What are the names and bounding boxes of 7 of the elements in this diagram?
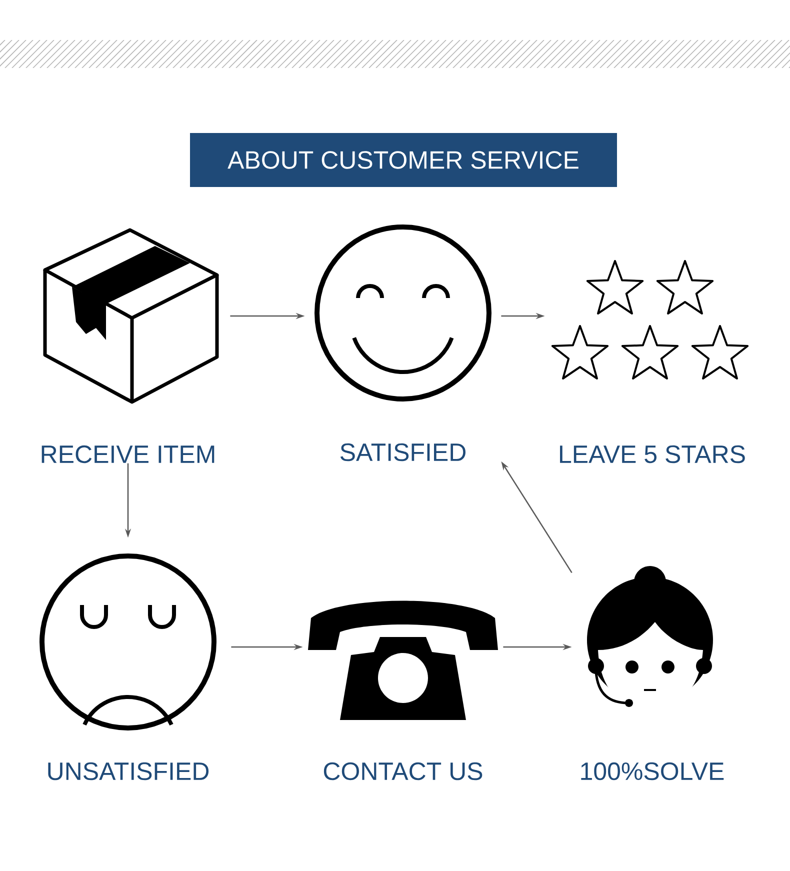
step-label: RECEIVE ITEM <box>42 445 214 464</box>
step-label: 100%SOLVE <box>581 762 724 780</box>
step-label: SATISFIED <box>340 443 466 462</box>
step-label: CONTACT US <box>324 762 482 780</box>
step-label: LEAVE 5 STARS <box>560 445 745 464</box>
title-banner: ABOUT CUSTOMER SERVICE <box>190 133 617 187</box>
step-label: UNSATISFIED <box>48 762 209 780</box>
